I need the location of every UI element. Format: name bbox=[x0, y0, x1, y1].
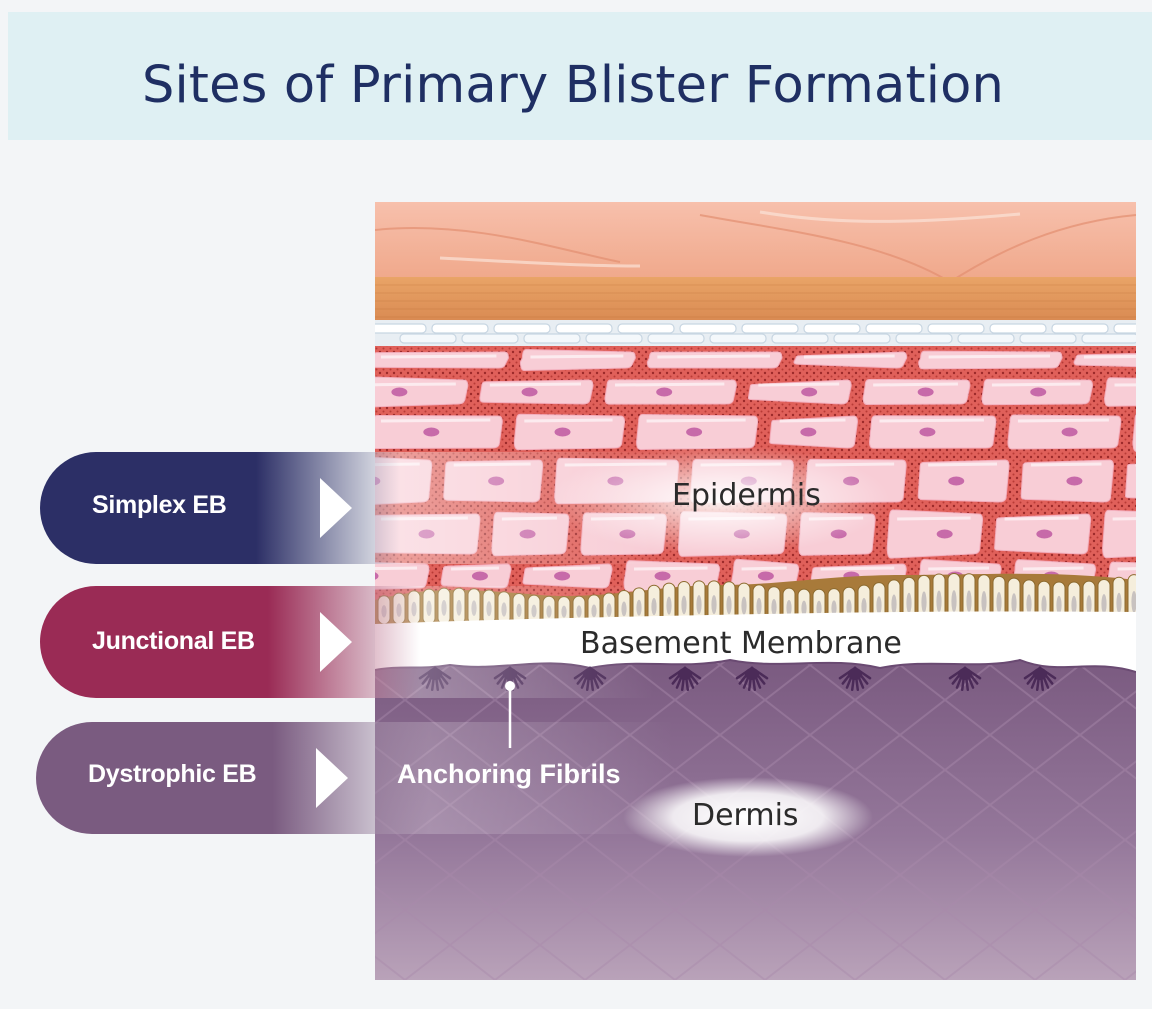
fibril-pointer-dot bbox=[505, 681, 515, 691]
anchoring-fibrils-label: Anchoring Fibrils bbox=[397, 759, 621, 790]
dermis-label: Dermis bbox=[692, 798, 799, 833]
epidermis-label: Epidermis bbox=[672, 478, 821, 513]
simplex-eb-label: Simplex EB bbox=[92, 491, 227, 520]
dystrophic-eb-label: Dystrophic EB bbox=[88, 760, 256, 789]
junctional-eb-label: Junctional EB bbox=[92, 627, 255, 656]
granular-layer bbox=[375, 277, 1136, 322]
stratum-corneum bbox=[375, 202, 1136, 277]
basement-membrane-label: Basement Membrane bbox=[580, 626, 902, 661]
